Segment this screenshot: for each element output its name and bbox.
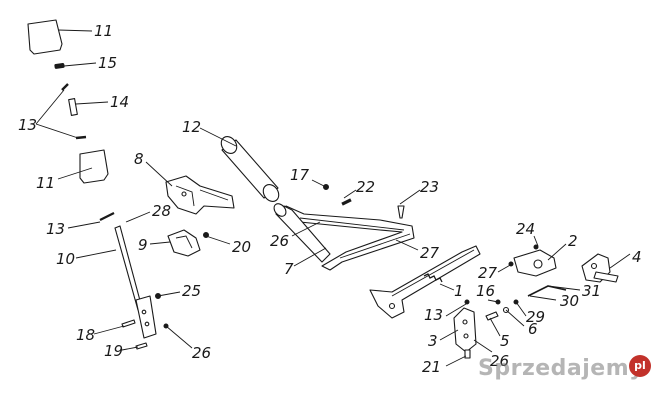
part-sleeve-5 [485, 311, 499, 321]
part-screw-22 [341, 198, 352, 206]
callout-2: 2 [568, 232, 578, 250]
callout-27-right: 27 [478, 264, 498, 282]
callout-13-mid: 13 [46, 220, 65, 238]
callout-24: 24 [516, 220, 535, 238]
callout-8: 8 [134, 150, 144, 168]
part-pad-top [27, 19, 63, 55]
callout-31: 31 [582, 282, 601, 300]
callout-30: 30 [560, 292, 579, 310]
callout-1: 1 [454, 282, 464, 300]
part-bracket-9 [167, 229, 201, 257]
watermark-badge: pl [629, 355, 651, 377]
callout-9: 9 [138, 236, 148, 254]
part-screw-23 [397, 205, 405, 219]
part-bolt-24 [533, 244, 539, 250]
callout-13-top: 13 [18, 116, 37, 134]
bracket-8-hole [181, 191, 187, 197]
bracket-8-detail [175, 185, 229, 207]
part-spring-27 [423, 273, 443, 283]
tube-end-right [262, 184, 280, 202]
callout-26-right: 26 [490, 352, 509, 370]
part-block-14 [68, 98, 78, 116]
callout-6: 6 [528, 320, 538, 338]
callout-13-right: 13 [424, 306, 443, 324]
part-pin-15 [54, 62, 65, 69]
leader-lines [35, 29, 631, 367]
frame-7-tube-end [273, 203, 287, 217]
callout-16: 16 [476, 282, 495, 300]
callout-10: 10 [56, 250, 75, 268]
bracket-4-arm [593, 271, 619, 283]
part-plate-3 [453, 307, 477, 353]
callout-22: 22 [356, 178, 375, 196]
part-bolt-19 [135, 342, 148, 350]
rod-hole-2 [144, 321, 150, 327]
beam-1-detail [391, 249, 475, 297]
callout-23: 23 [420, 178, 439, 196]
part-pad-lower [79, 149, 109, 184]
part-bolt-13d [464, 299, 470, 305]
callout-25: 25 [182, 282, 201, 300]
callout-20: 20 [232, 238, 251, 256]
beam-1-hole [388, 302, 396, 310]
plate-3-hole-1 [462, 319, 468, 325]
part-pin-13a [61, 83, 69, 91]
part-bolt-21 [464, 349, 471, 359]
rod-hole-1 [141, 309, 147, 315]
callout-11-lower: 11 [36, 174, 55, 192]
part-frame-7 [285, 205, 415, 271]
callout-11-top: 11 [94, 22, 113, 40]
callout-19: 19 [104, 342, 123, 360]
frame-7-rail [299, 217, 411, 259]
hub-2-hole [533, 259, 543, 269]
part-bracket-8 [165, 175, 235, 215]
callout-4: 4 [632, 248, 642, 266]
callout-29: 29 [526, 308, 545, 326]
callout-15: 15 [98, 54, 117, 72]
callout-28: 28 [152, 202, 171, 220]
callout-17: 17 [290, 166, 310, 184]
callout-18: 18 [76, 326, 95, 344]
callout-26-left: 26 [192, 344, 211, 362]
bracket-4-hole [590, 262, 598, 270]
callout-12: 12 [182, 118, 201, 136]
callout-5: 5 [500, 332, 510, 350]
watermark-text: Sprzedajemy [478, 356, 644, 381]
callout-21: 21 [422, 358, 441, 376]
part-rod-10-plate [135, 295, 157, 339]
callout-27-mid: 27 [420, 244, 440, 262]
callout-26-mid: 26 [270, 232, 289, 250]
plate-3-hole-2 [463, 333, 469, 339]
part-pin-13c [99, 212, 115, 221]
callout-14: 14 [110, 93, 129, 111]
callout-7: 7 [284, 260, 294, 278]
callout-3: 3 [428, 332, 438, 350]
part-beam-1 [369, 245, 481, 319]
bracket-9-detail [175, 235, 193, 249]
